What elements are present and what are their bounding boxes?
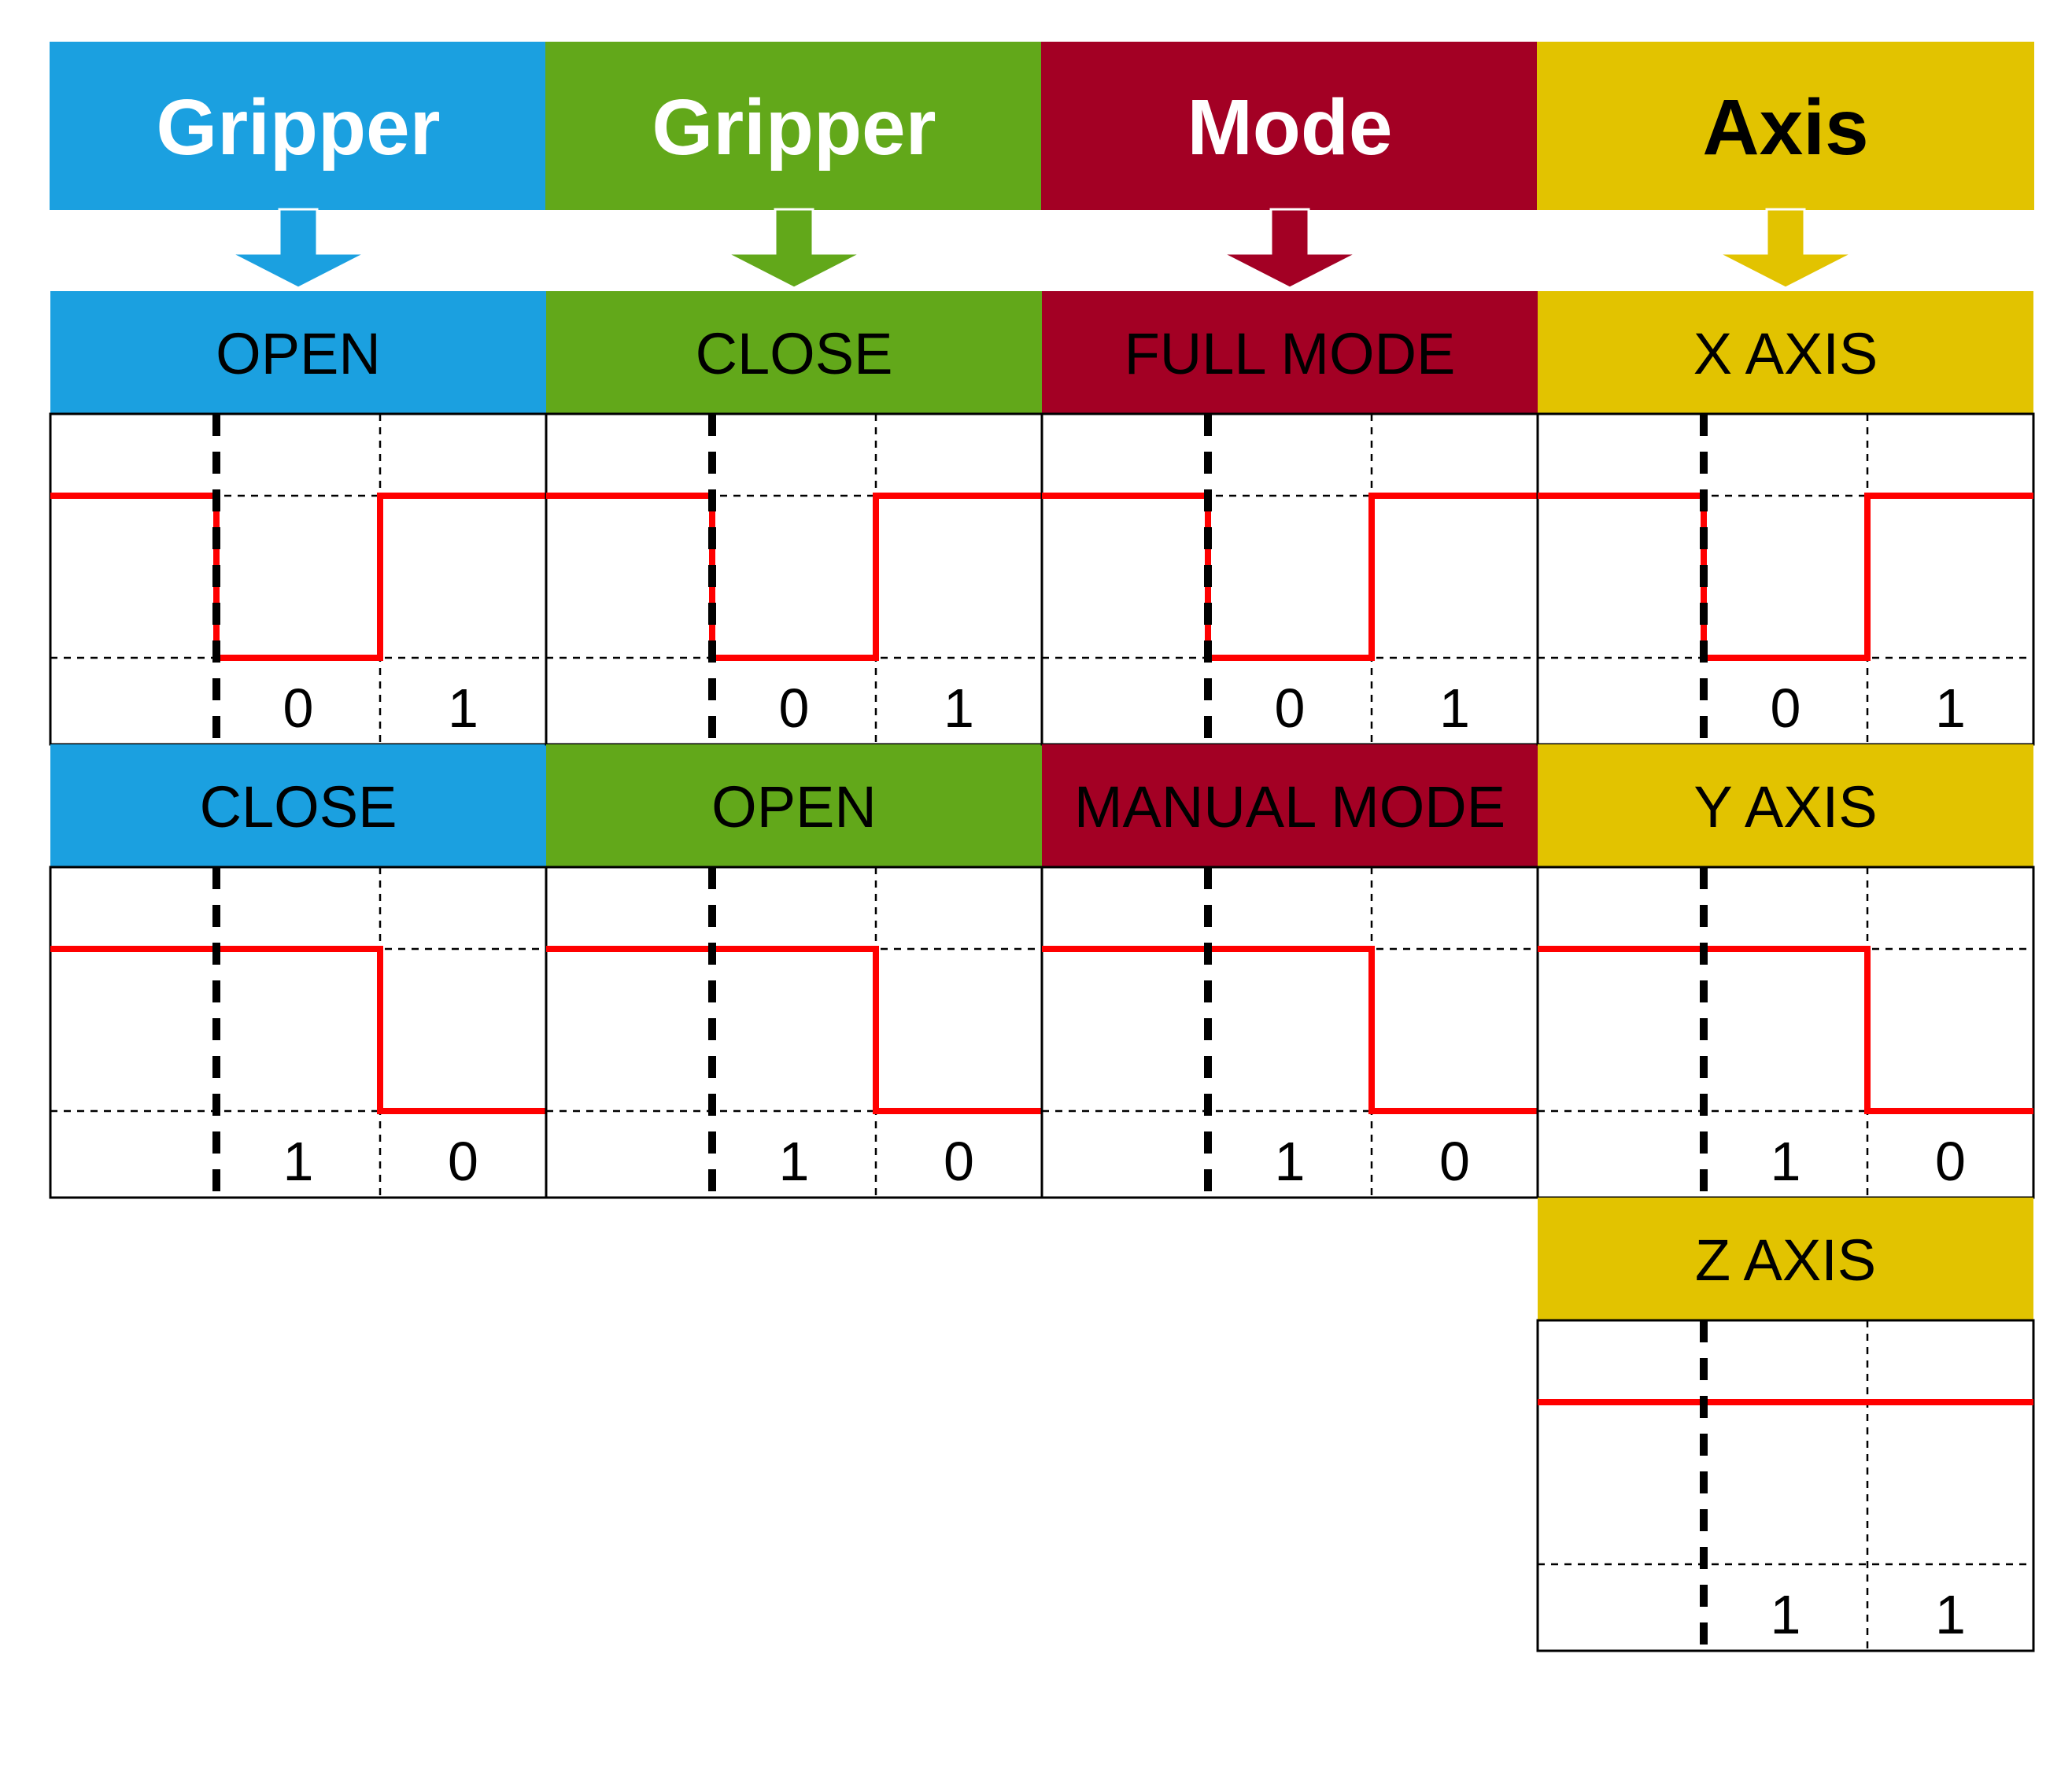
bit-value: 0 bbox=[779, 677, 810, 739]
signal-waveform bbox=[546, 946, 1042, 1114]
bit-value: 0 bbox=[448, 1131, 478, 1192]
state-block: CLOSE 1 0 bbox=[49, 744, 548, 1199]
arrow-down-icon bbox=[1221, 208, 1358, 290]
bit-value: 1 bbox=[1275, 1131, 1306, 1192]
bit-value: 0 bbox=[283, 677, 314, 739]
state-label: Y AXIS bbox=[1693, 774, 1877, 840]
state-block: FULL MODE 0 1 bbox=[1040, 291, 1539, 746]
bit-value: 1 bbox=[1771, 1584, 1801, 1645]
state-block: CLOSE 0 1 bbox=[545, 291, 1043, 746]
state-label: X AXIS bbox=[1693, 321, 1878, 386]
state-label-box bbox=[1538, 1198, 2033, 1320]
column-header-title: Gripper bbox=[652, 83, 936, 172]
signal-waveform bbox=[50, 493, 546, 661]
state-block: Y AXIS 1 0 bbox=[1536, 744, 2035, 1199]
column-header-title: Mode bbox=[1187, 83, 1392, 172]
bit-value: 1 bbox=[448, 677, 478, 739]
state-block: OPEN 1 0 bbox=[545, 744, 1043, 1199]
bit-value: 1 bbox=[1935, 677, 1966, 739]
state-label-box bbox=[50, 744, 546, 867]
state-label: FULL MODE bbox=[1125, 321, 1456, 386]
bit-value: 0 bbox=[1275, 677, 1306, 739]
signal-waveform bbox=[1042, 493, 1538, 661]
state-block: MANUAL MODE 1 0 bbox=[1040, 744, 1539, 1199]
bit-value: 1 bbox=[779, 1131, 810, 1192]
state-block: OPEN 0 1 bbox=[49, 291, 548, 746]
bit-value: 1 bbox=[944, 677, 974, 739]
state-label: OPEN bbox=[216, 321, 381, 386]
state-label: CLOSE bbox=[200, 774, 397, 840]
state-label: OPEN bbox=[711, 774, 877, 840]
column-header: Gripper bbox=[50, 42, 547, 210]
timing-plot-frame bbox=[545, 866, 1043, 1199]
signal-waveform bbox=[50, 946, 546, 1114]
state-label-box bbox=[546, 291, 1042, 414]
state-block: X AXIS 0 1 bbox=[1536, 291, 2035, 746]
column-header-box bbox=[1041, 42, 1538, 210]
state-label: MANUAL MODE bbox=[1074, 774, 1505, 840]
column-header-box bbox=[1537, 42, 2034, 210]
state-label-box bbox=[1538, 744, 2033, 867]
arrow-down-icon bbox=[1717, 208, 1854, 290]
bit-value: 1 bbox=[1771, 1131, 1801, 1192]
timing-plot-frame bbox=[1536, 412, 2035, 746]
column-header: Axis bbox=[1537, 42, 2034, 210]
bit-value: 0 bbox=[1439, 1131, 1470, 1192]
timing-plot-frame bbox=[49, 866, 548, 1199]
state-label-box bbox=[1042, 744, 1538, 867]
signal-waveform bbox=[1042, 946, 1538, 1114]
timing-plot-frame bbox=[1536, 1319, 2035, 1652]
arrow-down-icon bbox=[726, 208, 862, 290]
column-header: Gripper bbox=[545, 42, 1043, 210]
bit-value: 1 bbox=[1935, 1584, 1966, 1645]
column-header-title: Gripper bbox=[156, 83, 440, 172]
state-block: Z AXIS 1 1 bbox=[1536, 1198, 2035, 1652]
timing-plot-frame bbox=[49, 412, 548, 746]
signal-waveform bbox=[1538, 946, 2033, 1114]
timing-plot-frame bbox=[1536, 866, 2035, 1199]
state-label-box bbox=[1042, 291, 1538, 414]
timing-plot-frame bbox=[1040, 412, 1539, 746]
bit-value: 0 bbox=[944, 1131, 974, 1192]
state-label-box bbox=[50, 291, 546, 414]
state-label-box bbox=[546, 744, 1042, 867]
timing-plot-frame bbox=[1040, 866, 1539, 1199]
signal-waveform bbox=[546, 493, 1042, 661]
bit-value: 1 bbox=[283, 1131, 314, 1192]
column-header-title: Axis bbox=[1702, 83, 1868, 172]
bit-value: 0 bbox=[1935, 1131, 1966, 1192]
signal-waveform bbox=[1538, 493, 2033, 661]
column-header: Mode bbox=[1041, 42, 1538, 210]
arrow-down-icon bbox=[230, 208, 367, 290]
state-label: CLOSE bbox=[696, 321, 893, 386]
column-header-box bbox=[50, 42, 547, 210]
state-label: Z AXIS bbox=[1695, 1227, 1876, 1293]
bit-value: 0 bbox=[1771, 677, 1801, 739]
state-label-box bbox=[1538, 291, 2033, 414]
bit-value: 1 bbox=[1439, 677, 1470, 739]
